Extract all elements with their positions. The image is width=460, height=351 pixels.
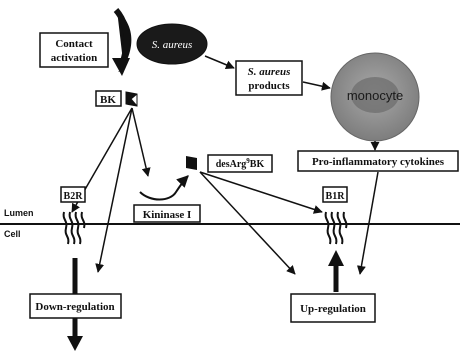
products-to-monocyte-arrow <box>302 81 331 91</box>
b1r-receptor-icon <box>324 211 348 245</box>
bk-to-down-regulation-arrow <box>95 107 133 273</box>
contact-activation-label-1: Contact <box>55 38 93 50</box>
pro-inflammatory-cytokines-box: Pro-inflammatory cytokines <box>297 150 459 172</box>
lumen-label: Lumen <box>4 208 34 218</box>
contact-activation-arrow <box>112 8 132 76</box>
s-aureus-products-label-1: S. aureus <box>248 66 291 78</box>
s-aureus-bacterium: S. aureus <box>136 23 208 65</box>
bk-to-kininase-arrow <box>131 107 151 177</box>
b2r-label: B2R <box>64 191 84 202</box>
s-aureus-label: S. aureus <box>152 39 193 51</box>
down-regulation-box: Down-regulation <box>29 293 122 319</box>
kininase-box: Kininase I <box>133 204 201 223</box>
down-regulation-arrowhead <box>67 336 83 351</box>
kininase-conversion-arrow <box>139 175 189 201</box>
b2r-box: B2R <box>60 186 86 203</box>
cell-label: Cell <box>4 229 21 239</box>
b2r-receptor-icon <box>62 211 86 245</box>
bk-label: BK <box>100 94 116 106</box>
s-aureus-products-box: S. aureus products <box>235 60 303 96</box>
contact-activation-box: Contact activation <box>39 32 109 68</box>
bk-box: BK <box>95 90 122 107</box>
monocyte-cell: monocyte <box>330 52 420 142</box>
b1r-box: B1R <box>322 186 348 203</box>
up-regulation-label: Up-regulation <box>300 303 366 315</box>
desarg-bk-box: desArg9BK <box>207 154 273 173</box>
b1r-label: B1R <box>326 191 346 202</box>
s-aureus-products-label-2: products <box>248 80 290 92</box>
down-regulation-label: Down-regulation <box>35 301 114 313</box>
up-regulation-arrowhead <box>328 250 344 266</box>
desarg-to-b1r-arrow <box>199 171 323 214</box>
up-regulation-box: Up-regulation <box>290 293 376 323</box>
desarg-bk-molecule-icon <box>186 156 197 170</box>
desarg-bk-label: desArg9BK <box>216 157 265 170</box>
kininase-label: Kininase I <box>143 209 192 221</box>
contact-activation-label-2: activation <box>51 52 97 64</box>
monocyte-label: monocyte <box>347 88 403 103</box>
pro-inflammatory-cytokines-label: Pro-inflammatory cytokines <box>312 156 445 168</box>
s-aureus-to-products-arrow <box>204 55 235 70</box>
bk-molecule-icon <box>125 91 138 107</box>
